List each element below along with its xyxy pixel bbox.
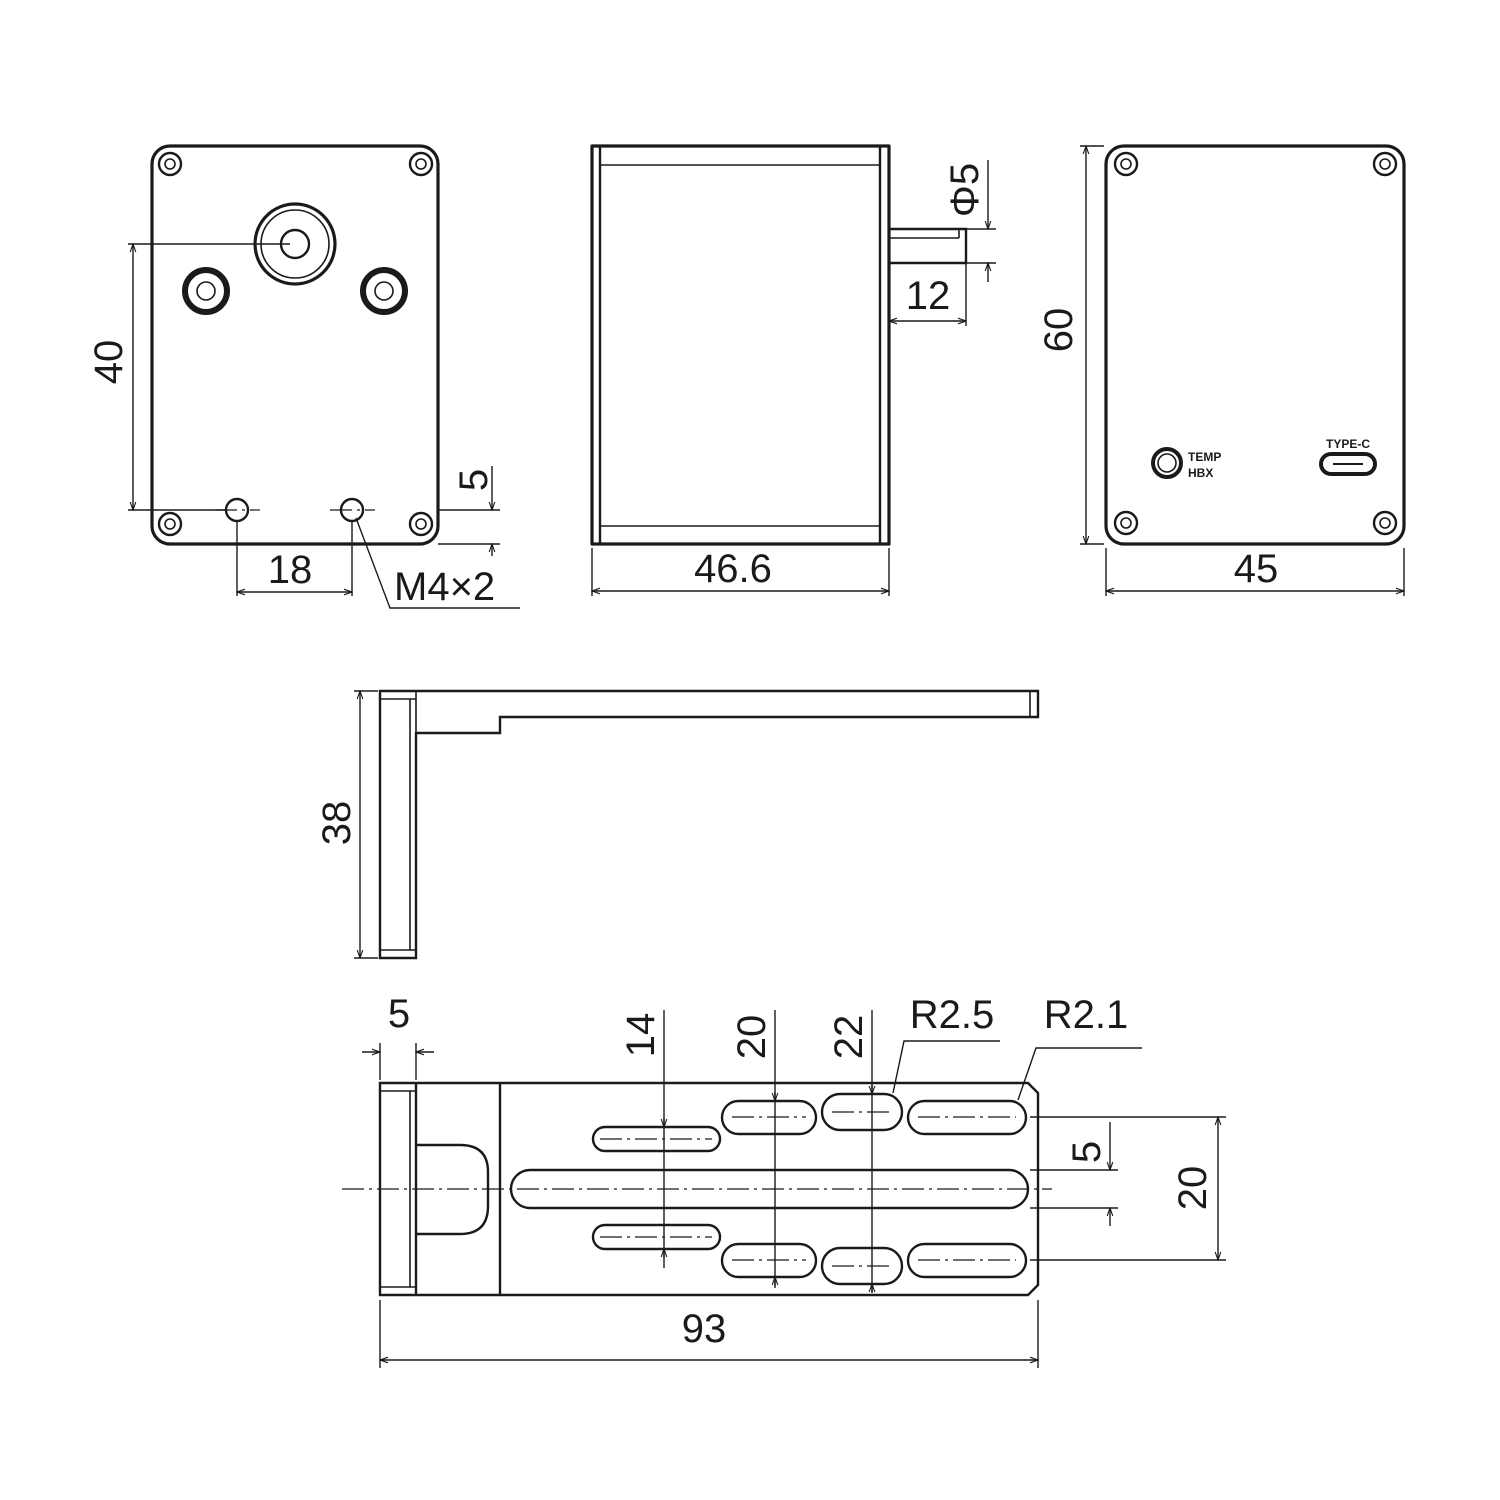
label-temp: TEMP (1188, 450, 1221, 464)
dim-slot-pitch: 5 (1065, 1141, 1109, 1163)
dim-front-height: 40 (87, 340, 131, 385)
bracket-top-view: 14 20 22 R2.5 R2.1 5 5 20 93 (342, 992, 1226, 1368)
temp-sensor-port-icon (1151, 447, 1183, 479)
label-hbx: HBX (1188, 466, 1213, 480)
corner-screw-icon (157, 151, 434, 537)
usb-c-port-icon (1319, 452, 1377, 476)
dim-front-width: 18 (268, 548, 313, 592)
bracket-side-view: 38 (315, 689, 1040, 960)
bracket-side-outline (378, 689, 1040, 960)
dim-slot-span: 20 (1171, 1166, 1215, 1211)
rear-view: TEMP HBX TYPE-C 60 45 (1037, 144, 1406, 596)
dim-rear-width: 45 (1234, 547, 1279, 591)
mounting-boss-icon (182, 267, 408, 315)
label-type-c: TYPE-C (1326, 437, 1370, 451)
dim-shaft-diameter: Φ5 (943, 163, 987, 217)
dim-rear-height: 60 (1037, 308, 1081, 353)
dim-front-hole-offset: 5 (452, 469, 496, 491)
thread-note: M4×2 (394, 565, 495, 609)
dim-radius-2: R2.1 (1044, 993, 1129, 1037)
bracket-top-outline (378, 1081, 1040, 1297)
dim-slot-20: 20 (730, 1015, 774, 1060)
side-body-outline (590, 144, 891, 546)
front-view: 40 18 5 M4×2 (87, 144, 520, 609)
dim-shaft-length: 12 (906, 274, 951, 318)
side-shaft-outline (889, 227, 968, 265)
dim-bracket-tab: 5 (388, 992, 410, 1036)
dim-bracket-height: 38 (315, 801, 359, 846)
rear-body-outline (1104, 144, 1406, 546)
dim-radius-1: R2.5 (910, 993, 995, 1037)
side-view: Φ5 12 46.6 (590, 144, 996, 596)
dim-slot-22: 22 (827, 1015, 871, 1060)
dim-side-width: 46.6 (694, 547, 772, 591)
dim-slot-14: 14 (619, 1013, 663, 1058)
dim-bracket-length: 93 (682, 1307, 727, 1351)
front-body-outline (150, 144, 440, 546)
corner-screw-icon (1113, 151, 1398, 536)
